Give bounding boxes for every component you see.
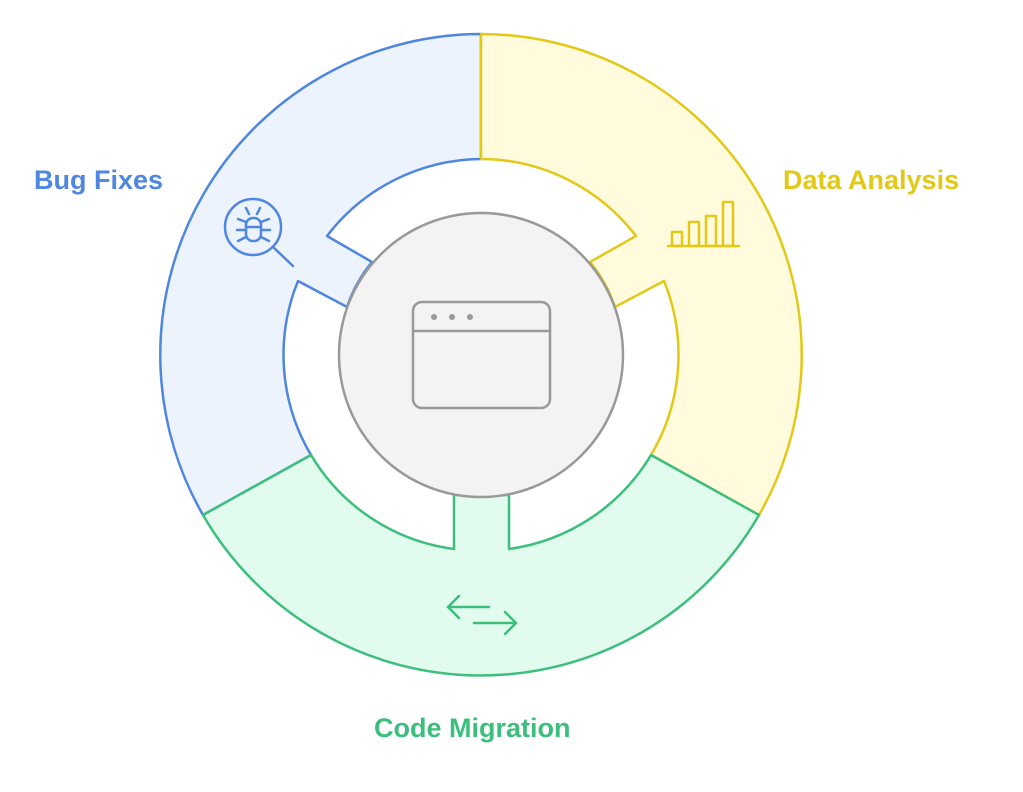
segment-code-migration: [201, 453, 761, 677]
label-bug-fixes: Bug Fixes: [34, 165, 164, 195]
label-code-migration: Code Migration: [374, 713, 571, 743]
bug-magnifier-icon: [223, 197, 295, 268]
center-hub: [337, 211, 625, 499]
label-data-analysis: Data Analysis: [783, 165, 960, 195]
bar-chart-icon: [666, 200, 741, 248]
arrows-left-right-icon: [446, 594, 518, 636]
browser-window-icon: [411, 300, 552, 410]
